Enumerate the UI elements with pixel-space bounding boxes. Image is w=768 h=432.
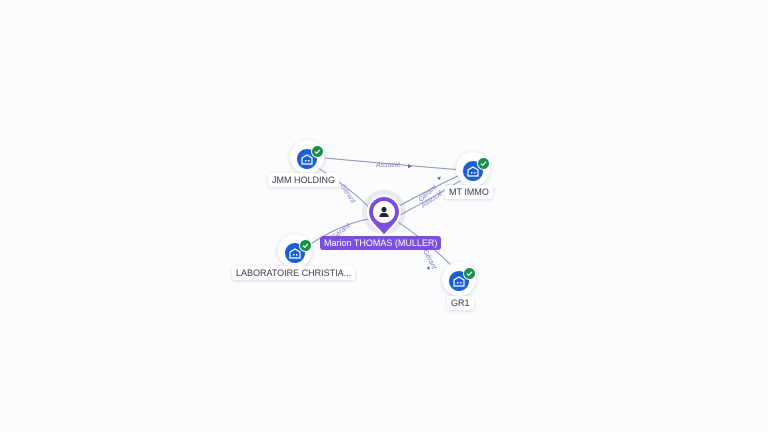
node-label: JMM HOLDING — [268, 173, 339, 187]
edge-jmm-mtimmo: Associé — [324, 157, 463, 171]
check-icon — [477, 157, 490, 170]
node-label: MT IMMO — [445, 185, 493, 199]
edge-label-jmm-mtimmo: Associé — [375, 162, 401, 169]
person-name-label: Marion THOMAS (MULLER) — [320, 236, 442, 250]
check-icon — [463, 267, 476, 280]
person-icon — [367, 195, 401, 237]
check-icon — [311, 145, 324, 158]
node-label: LABORATOIRE CHRISTIA... — [232, 266, 356, 280]
node-label: GR1 — [447, 296, 474, 310]
check-icon — [299, 239, 312, 252]
